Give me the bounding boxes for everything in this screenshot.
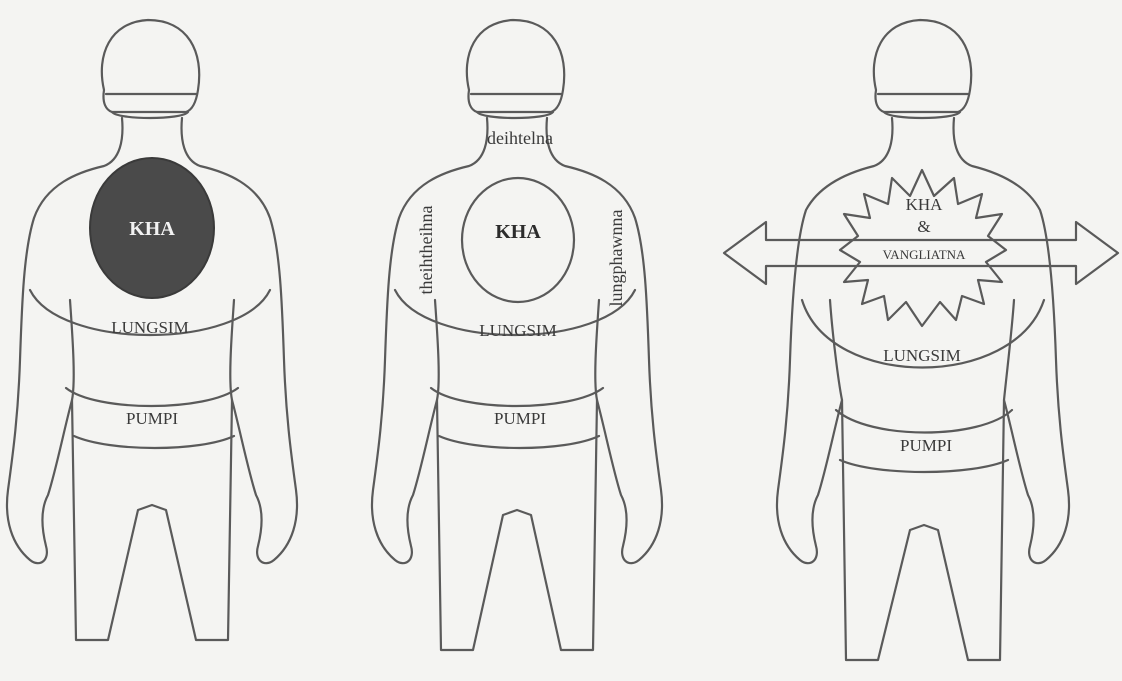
figure-2-collar <box>471 94 561 118</box>
figure-2-left-arm-inner <box>435 300 439 400</box>
figure-3-right-arm-inner <box>1004 300 1014 400</box>
figure-1-pumpi-label: PUMPI <box>126 409 178 428</box>
figure-1: KHA LUNGSIM PUMPI <box>7 20 297 640</box>
figure-2-neck-label: deihtelna <box>487 128 553 148</box>
figure-3-amp-label: & <box>917 217 930 236</box>
figure-3-collar <box>878 94 968 118</box>
figure-3: KHA & VANGLIATNA LUNGSIM PUMPI <box>724 20 1118 660</box>
figure-2-body-outline <box>372 118 662 650</box>
figure-2-left-side-label: theihtheihna <box>416 206 436 295</box>
figure-1-right-arm-inner <box>230 300 234 400</box>
figure-3-head <box>874 20 971 112</box>
figure-3-left-arm-inner <box>830 300 842 400</box>
figure-1-left-arm-inner <box>70 300 74 400</box>
figure-1-lungsim-label: LUNGSIM <box>111 318 188 337</box>
figure-2-head <box>467 20 564 112</box>
figure-2: KHA deihtelna theihtheihna lungphawnna L… <box>372 20 662 650</box>
figure-2-kha-label: KHA <box>495 221 541 243</box>
figure-3-pumpi-label: PUMPI <box>900 436 952 455</box>
figure-1-kha-label: KHA <box>129 218 175 240</box>
figure-2-right-side-label: lungphawnna <box>606 210 626 307</box>
figure-3-kha-label: KHA <box>906 195 944 214</box>
figure-2-pumpi-label: PUMPI <box>494 409 546 428</box>
figure-1-head <box>102 20 199 112</box>
figure-1-collar <box>106 94 196 118</box>
figure-3-lungsim-label: LUNGSIM <box>883 346 960 365</box>
figure-2-lungsim-label: LUNGSIM <box>479 321 556 340</box>
figure-3-vangliatna-label: VANGLIATNA <box>883 247 966 262</box>
figure-2-right-arm-inner <box>595 300 599 400</box>
